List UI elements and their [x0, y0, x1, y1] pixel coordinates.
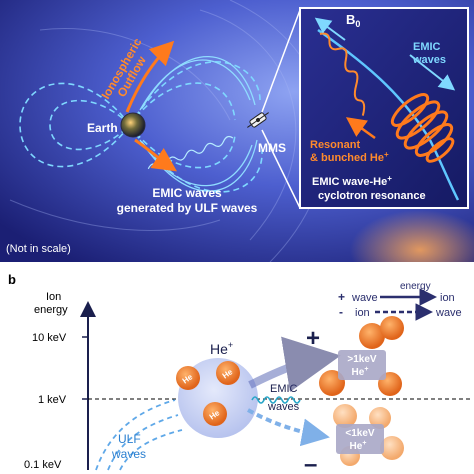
dipole-field-lines — [19, 61, 263, 193]
legend-row2-sign: - — [339, 305, 343, 319]
ion-ball — [216, 361, 240, 385]
ion-ball — [359, 323, 385, 349]
zoom-line-bottom — [261, 129, 301, 209]
inset-emic-label-2: waves — [412, 54, 446, 66]
tick-label-1kev: 1 keV — [38, 394, 67, 406]
ulf-wave-arcs — [95, 399, 183, 471]
legend-row2-from: ion — [355, 307, 370, 319]
outflow-arrow-south — [134, 138, 177, 172]
inset-emic-label-1: EMIC — [413, 41, 441, 53]
ulf-label-1: ULF — [118, 432, 141, 446]
resonant-arrow — [345, 117, 376, 140]
b0-arrow — [314, 17, 346, 41]
earth-icon — [120, 112, 146, 138]
high-energy-box — [338, 350, 386, 380]
outflow-arrow — [125, 40, 175, 113]
low-box-label-2: He+ — [350, 440, 367, 452]
energy-legend: energy + wave ion - ion wave — [338, 281, 462, 321]
zoom-line-top — [261, 9, 301, 113]
panel-b-label: b — [8, 272, 16, 287]
emic-squiggle — [251, 396, 301, 404]
high-box-label-2: He+ — [352, 366, 369, 378]
he-cloud-label: He+ — [210, 340, 233, 357]
scale-note: (Not in scale) — [6, 243, 71, 255]
plus-sign: + — [306, 325, 320, 352]
low-energy-box — [336, 424, 384, 454]
low-box-label-1: <1keV — [345, 428, 375, 439]
legend-row1-from: wave — [351, 292, 378, 304]
loss-arrow — [247, 408, 330, 447]
bunched-helix — [390, 93, 455, 163]
minus-sign: – — [304, 451, 317, 474]
emic-caption-2: generated by ULF waves — [117, 201, 258, 215]
inset-panel: B0 EMIC waves Resonant & bunched He+ EMI… — [299, 7, 469, 209]
mms-label: MMS — [258, 141, 286, 155]
panel-a: Ionospheric Outflow Earth MMS EMIC waves… — [0, 0, 474, 290]
high-box-label-1: >1keV — [347, 354, 377, 365]
ulf-label-2: waves — [111, 447, 146, 461]
ion-ball — [380, 316, 404, 340]
legend-row1-sign: + — [338, 290, 345, 304]
gain-arrow — [248, 336, 341, 392]
resonant-label-1: Resonant — [310, 139, 360, 151]
mms-spacecraft-icon — [247, 112, 269, 128]
earth-label: Earth — [87, 121, 118, 135]
ion-ball — [380, 436, 404, 460]
emic-label-2: waves — [267, 401, 300, 413]
inset-caption-2: cyclotron resonance — [318, 190, 426, 202]
inset-caption-1: EMIC wave-He+ — [312, 174, 392, 188]
cloud-ions: He He He — [176, 361, 240, 426]
high-energy-group: >1keV He+ — [319, 316, 404, 396]
emic-label-1: EMIC — [270, 383, 298, 395]
b0-label: B0 — [346, 12, 360, 29]
legend-energy-label: energy — [400, 281, 431, 292]
resonant-label-2: & bunched He+ — [310, 150, 389, 164]
tick-label-10kev: 10 keV — [32, 332, 67, 344]
ion-ball — [176, 366, 200, 390]
low-energy-group: <1keV He+ — [333, 404, 404, 466]
emic-caption-1: EMIC waves — [152, 186, 222, 200]
panel-b: b Ion energy 10 keV 1 keV 0.1 keV energy… — [0, 262, 474, 474]
axis-title-2: energy — [34, 304, 68, 316]
axis-title-1: Ion — [46, 291, 61, 303]
ion-ball — [333, 404, 357, 428]
legend-row2-to: wave — [435, 307, 462, 319]
tick-label-01kev: 0.1 keV — [24, 459, 62, 471]
he-helix — [319, 32, 366, 116]
ion-ball — [203, 402, 227, 426]
ion-ball — [369, 407, 391, 429]
legend-row1-to: ion — [440, 292, 455, 304]
inset-emic-arrow — [409, 54, 456, 91]
